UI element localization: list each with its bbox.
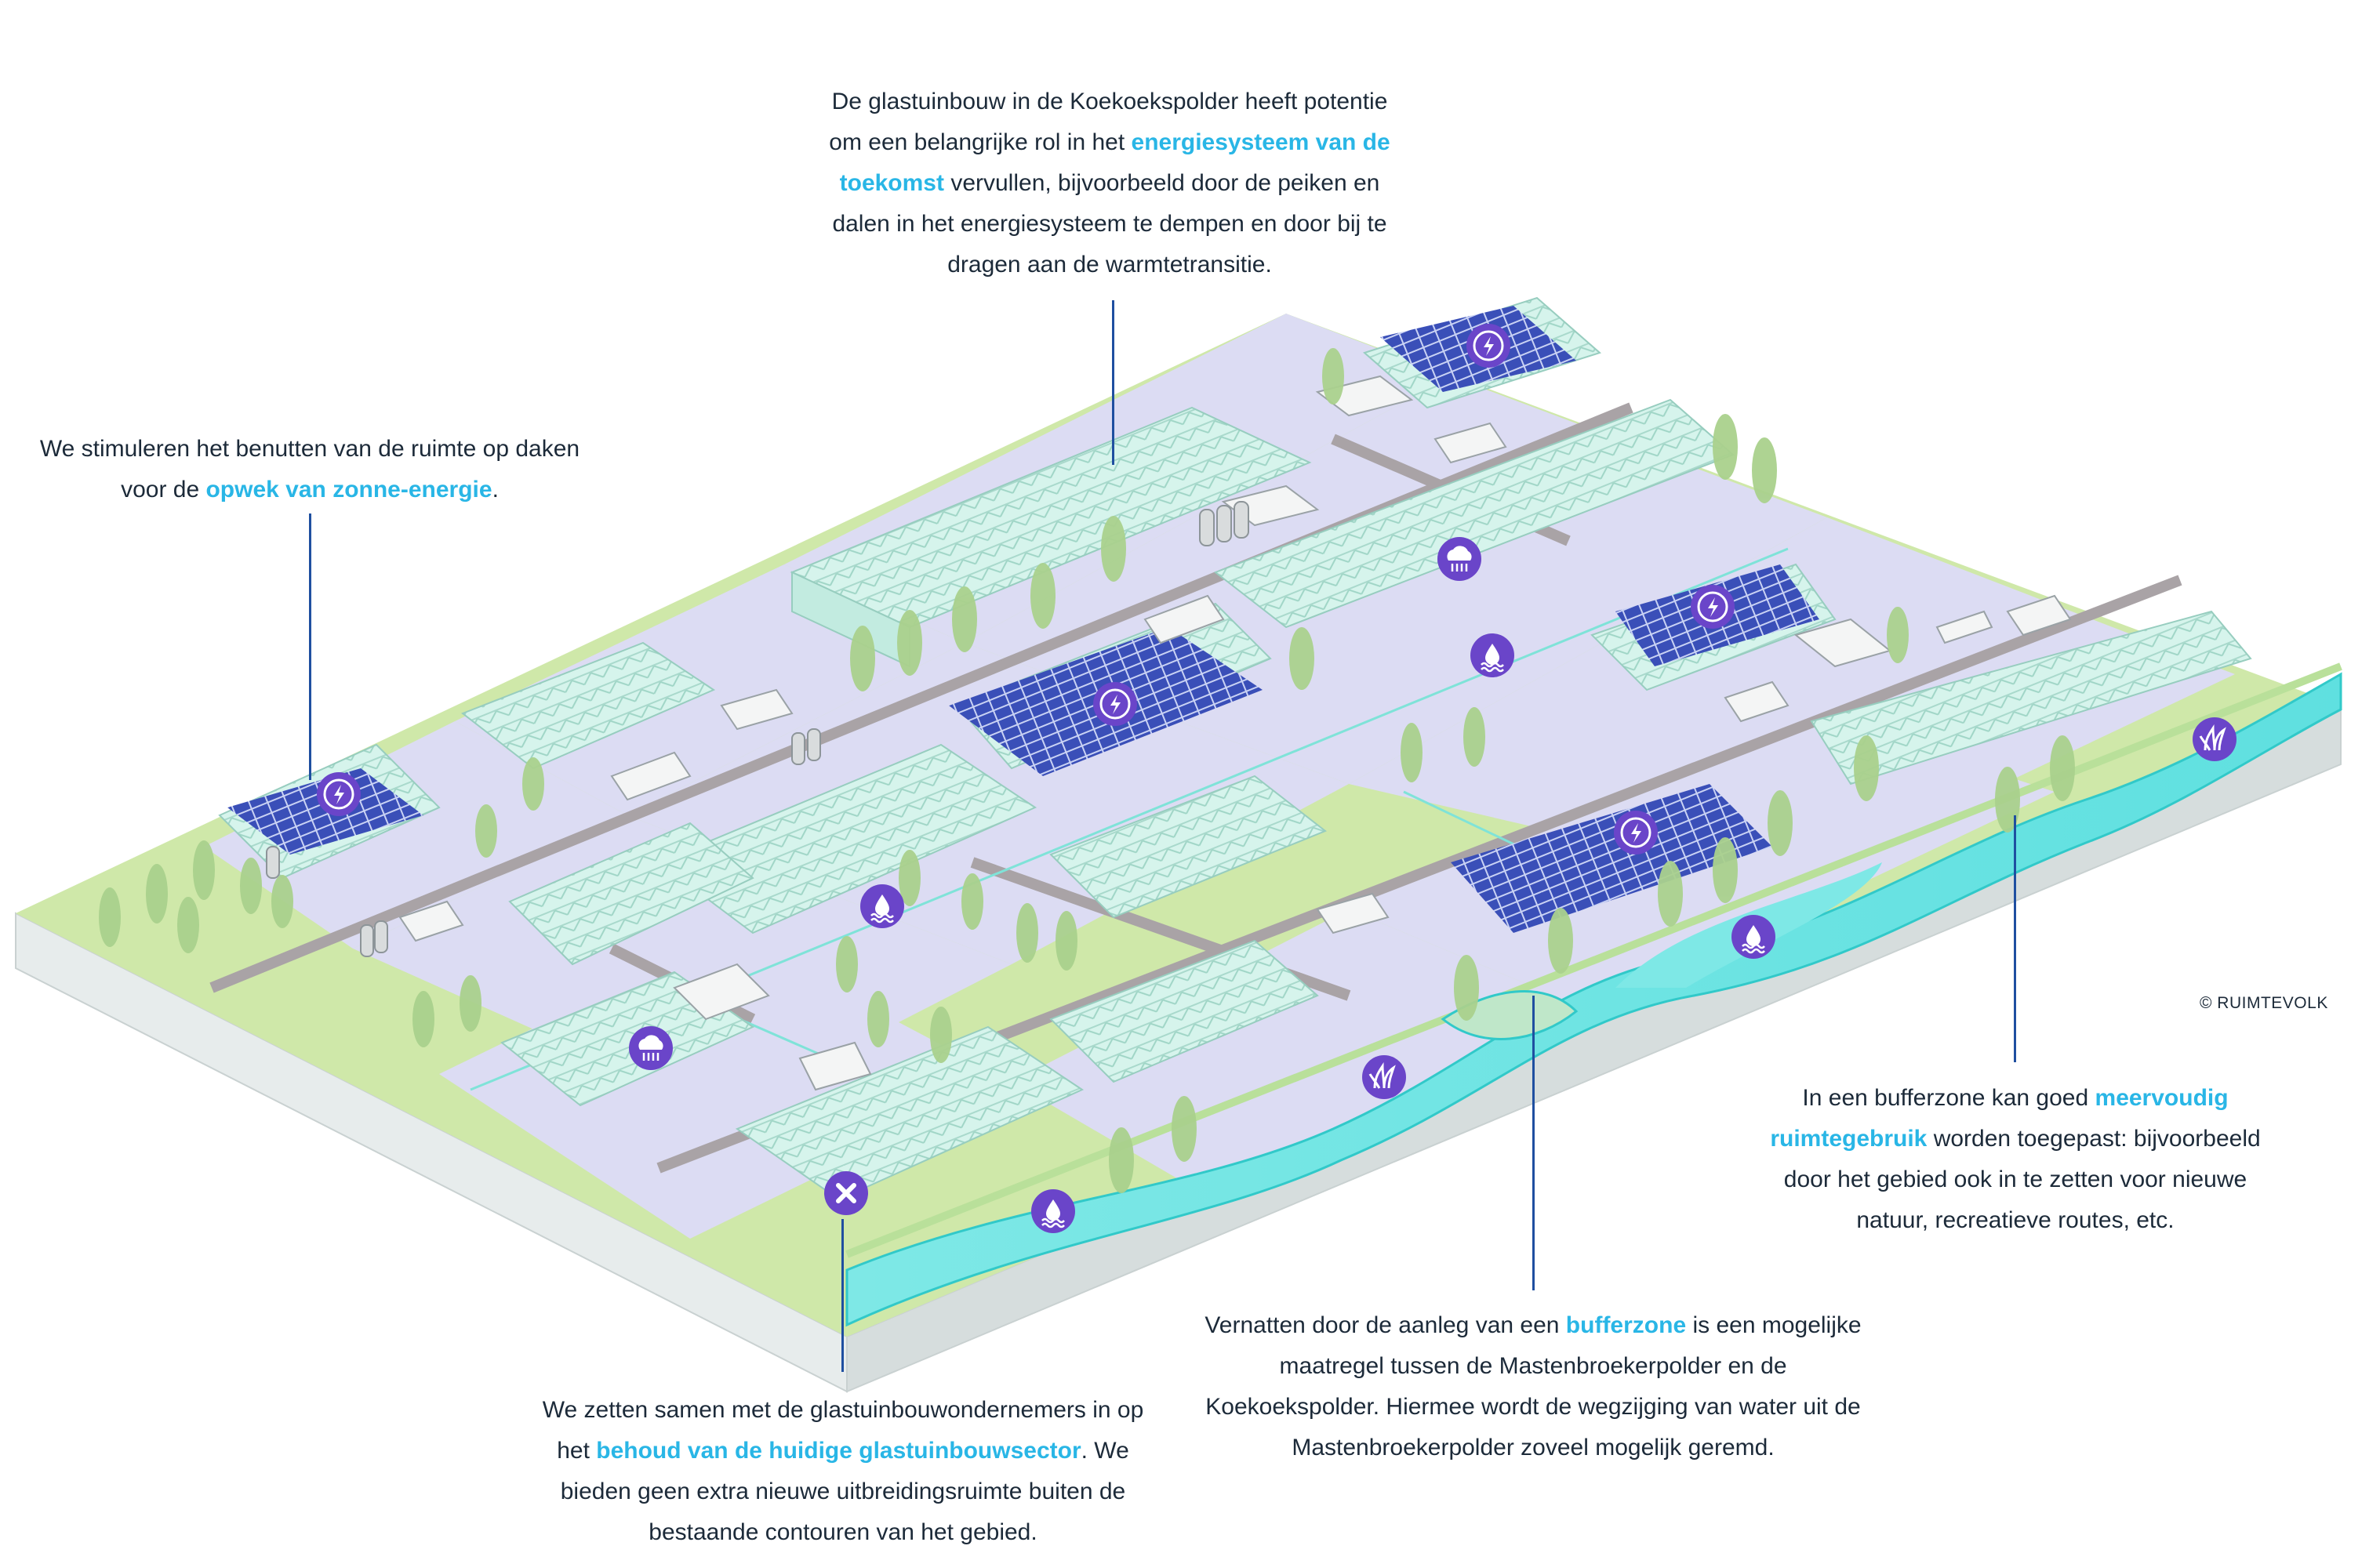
annotation-energy-text-end: vervullen, bijvoorbeeld door de peiken e… [832,170,1387,278]
annotation-multi-use: In een bufferzone kan goed meervoudig ru… [1760,1078,2270,1241]
nature-plant-icon [2193,717,2236,761]
annotation-sector-highlight: behoud van de huidige glastuinbouwsector [596,1438,1081,1464]
water-drop-icon [1470,633,1514,677]
annotation-multi-use-highlight: meervoudig ruimtegebruik [1770,1085,2229,1152]
annotation-bufferzone: Vernatten door de aanleg van een bufferz… [1204,1305,1862,1468]
annotation-energy-text: De glastuinbouw in de Koekoekspolder hee… [829,89,1388,155]
annotation-solar-text: We stimuleren het benutten van de ruimte… [39,436,580,503]
annotation-bufferzone-text-end: is een mogelijke maatregel tussen de Mas… [1205,1312,1862,1460]
water-drop-icon [1731,915,1775,959]
water-drop-icon [860,884,904,928]
copyright-credit: © RUIMTEVOLK [2200,994,2328,1012]
lightning-icon [1093,682,1137,726]
sheds [398,375,2072,1091]
leader-sector [841,1219,844,1372]
annotation-multi-use-text: In een bufferzone kan goed [1802,1085,2095,1111]
lightning-icon [1466,324,1510,368]
annotation-sector-text-end: . We bieden geen extra nieuwe uitbreidin… [560,1438,1129,1545]
annotation-sector-text: We zetten samen met de glastuinbouwonder… [542,1397,1144,1464]
rain-cloud-icon [1437,537,1481,581]
leader-bufferzone [1532,996,1535,1290]
annotation-multi-use-text-end: worden toegepast: bijvoorbeeld door het … [1783,1126,2261,1233]
rain-cloud-icon [629,1026,673,1070]
leader-solar [309,513,311,780]
lightning-icon [1691,585,1735,629]
silos [266,501,1249,957]
trees [99,348,2075,1193]
leader-multi-use [2014,815,2016,1062]
lightning-icon [317,772,361,816]
annotation-sector: We zetten samen met de glastuinbouwonder… [541,1390,1145,1553]
nature-plant-icon [1362,1055,1406,1099]
annotation-energy: De glastuinbouw in de Koekoekspolder hee… [816,82,1404,285]
annotation-solar-text-end: . [492,477,499,503]
water-drop-icon [1031,1189,1075,1233]
cross-icon [824,1171,868,1215]
lightning-icon [1614,811,1658,855]
annotation-energy-highlight: energiesysteem van de toekomst [839,129,1390,196]
annotation-bufferzone-text: Vernatten door de aanleg van een [1205,1312,1566,1338]
annotation-solar: We stimuleren het benutten van de ruimte… [24,429,596,510]
leader-energy [1112,300,1114,465]
annotation-solar-highlight: opwek van zonne-energie [205,477,492,503]
annotation-bufferzone-highlight: bufferzone [1565,1312,1687,1338]
